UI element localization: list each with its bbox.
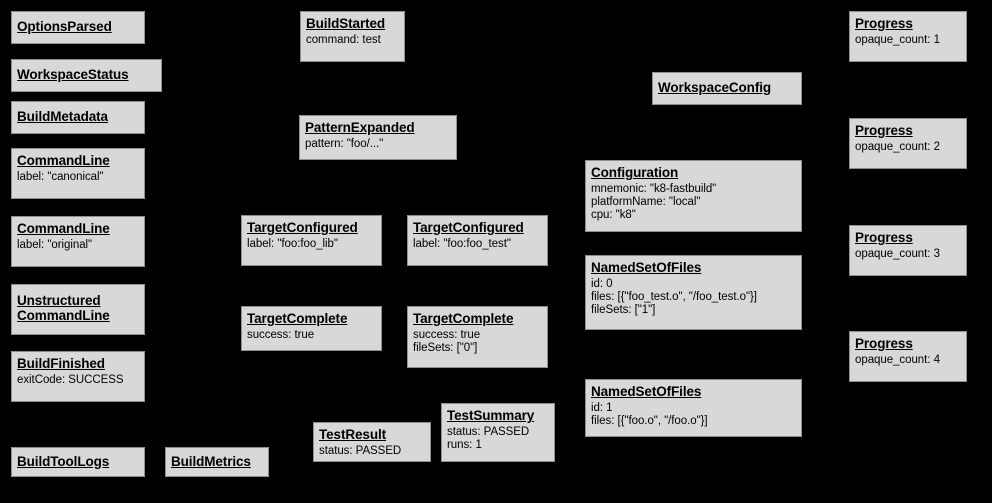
node-field: files: [{"foo_test.o", "/foo_test.o"}]: [591, 290, 757, 303]
node-field: success: true: [413, 328, 481, 341]
node-fields: command: test: [306, 34, 399, 47]
node-field: id: 0: [591, 277, 613, 290]
node-title: TestResult: [319, 427, 387, 442]
node-field: label: "foo:foo_test": [413, 237, 511, 250]
node-build-tool-logs[interactable]: BuildToolLogs: [11, 447, 145, 477]
node-field: pattern: "foo/...": [305, 137, 384, 150]
node-title: BuildToolLogs: [17, 453, 110, 469]
node-fields: label: "foo:foo_test": [413, 238, 542, 251]
node-build-metadata[interactable]: BuildMetadata: [11, 101, 145, 134]
node-build-metrics[interactable]: BuildMetrics: [165, 447, 269, 477]
node-build-finished[interactable]: BuildFinished exitCode: SUCCESS: [11, 351, 145, 402]
node-field: cpu: "k8": [591, 208, 636, 221]
node-title: Progress: [855, 16, 913, 31]
node-field: status: PASSED: [447, 425, 530, 438]
node-title: TargetComplete: [247, 311, 348, 326]
node-target-configured-foo-lib[interactable]: TargetConfigured label: "foo:foo_lib": [241, 215, 382, 266]
node-title: TargetComplete: [413, 311, 514, 326]
node-target-configured-foo-test[interactable]: TargetConfigured label: "foo:foo_test": [407, 215, 548, 266]
node-fields: success: true: [247, 329, 376, 342]
node-workspace-config[interactable]: WorkspaceConfig: [652, 72, 802, 105]
node-target-complete-foo-lib[interactable]: TargetComplete success: true: [241, 306, 382, 351]
node-field: success: true: [247, 328, 315, 341]
node-title: Unstructured CommandLine: [17, 292, 110, 324]
node-test-result[interactable]: TestResult status: PASSED: [313, 422, 431, 462]
node-fields: opaque_count: 1: [855, 34, 961, 47]
node-field: opaque_count: 3: [855, 247, 940, 260]
node-progress-2[interactable]: Progress opaque_count: 2: [849, 118, 967, 169]
node-title: Progress: [855, 123, 913, 138]
node-build-started[interactable]: BuildStarted command: test: [300, 11, 405, 62]
node-field: label: "foo:foo_lib": [247, 237, 338, 250]
node-title: TestSummary: [447, 408, 535, 423]
node-title: BuildFinished: [17, 356, 105, 371]
node-fields: label: "original": [17, 239, 139, 252]
node-title: NamedSetOfFiles: [591, 384, 702, 399]
node-fields: label: "foo:foo_lib": [247, 238, 376, 251]
node-field: fileSets: ["1"]: [591, 303, 656, 316]
node-field: mnemonic: "k8-fastbuild": [591, 182, 717, 195]
node-field: runs: 1: [447, 438, 482, 451]
node-field: opaque_count: 4: [855, 353, 940, 366]
node-workspace-status[interactable]: WorkspaceStatus: [11, 59, 162, 92]
node-title: PatternExpanded: [305, 120, 415, 135]
node-pattern-expanded[interactable]: PatternExpanded pattern: "foo/...": [299, 115, 457, 160]
node-progress-1[interactable]: Progress opaque_count: 1: [849, 11, 967, 62]
node-title: CommandLine: [17, 221, 110, 236]
node-title: BuildStarted: [306, 16, 386, 31]
node-fields: label: "canonical": [17, 171, 139, 184]
node-title: BuildMetadata: [17, 109, 108, 125]
node-fields: status: PASSED: [319, 445, 425, 458]
node-title: OptionsParsed: [17, 19, 112, 35]
node-fields: mnemonic: "k8-fastbuild"platformName: "l…: [591, 183, 796, 222]
node-field: exitCode: SUCCESS: [17, 373, 124, 386]
node-field: label: "canonical": [17, 170, 104, 183]
node-field: id: 1: [591, 401, 613, 414]
node-field: opaque_count: 2: [855, 140, 940, 153]
node-title: Progress: [855, 336, 913, 351]
node-fields: opaque_count: 3: [855, 248, 961, 261]
node-field: opaque_count: 1: [855, 33, 940, 46]
node-options-parsed[interactable]: OptionsParsed: [11, 11, 145, 44]
node-title: TargetConfigured: [247, 220, 358, 235]
node-title: WorkspaceStatus: [17, 67, 129, 83]
node-title: Configuration: [591, 165, 679, 180]
node-fields: pattern: "foo/...": [305, 138, 451, 151]
node-field: label: "original": [17, 238, 93, 251]
node-title: NamedSetOfFiles: [591, 260, 702, 275]
node-field: command: test: [306, 33, 381, 46]
node-title: BuildMetrics: [171, 453, 251, 469]
node-field: fileSets: ["0"]: [413, 341, 478, 354]
node-unstructured-command-line[interactable]: Unstructured CommandLine: [11, 284, 145, 335]
node-fields: opaque_count: 4: [855, 354, 961, 367]
node-title: CommandLine: [17, 153, 110, 168]
node-progress-3[interactable]: Progress opaque_count: 3: [849, 225, 967, 276]
node-command-line-canonical[interactable]: CommandLine label: "canonical": [11, 148, 145, 199]
node-field: files: [{"foo.o", "/foo.o"}]: [591, 414, 708, 427]
node-field: status: PASSED: [319, 444, 402, 457]
node-command-line-original[interactable]: CommandLine label: "original": [11, 216, 145, 267]
node-fields: exitCode: SUCCESS: [17, 374, 139, 387]
node-title: TargetConfigured: [413, 220, 524, 235]
node-title: Progress: [855, 230, 913, 245]
node-field: platformName: "local": [591, 195, 701, 208]
node-progress-4[interactable]: Progress opaque_count: 4: [849, 331, 967, 382]
node-title: WorkspaceConfig: [658, 80, 772, 96]
node-configuration[interactable]: Configuration mnemonic: "k8-fastbuild"pla…: [585, 160, 802, 232]
node-fields: opaque_count: 2: [855, 141, 961, 154]
